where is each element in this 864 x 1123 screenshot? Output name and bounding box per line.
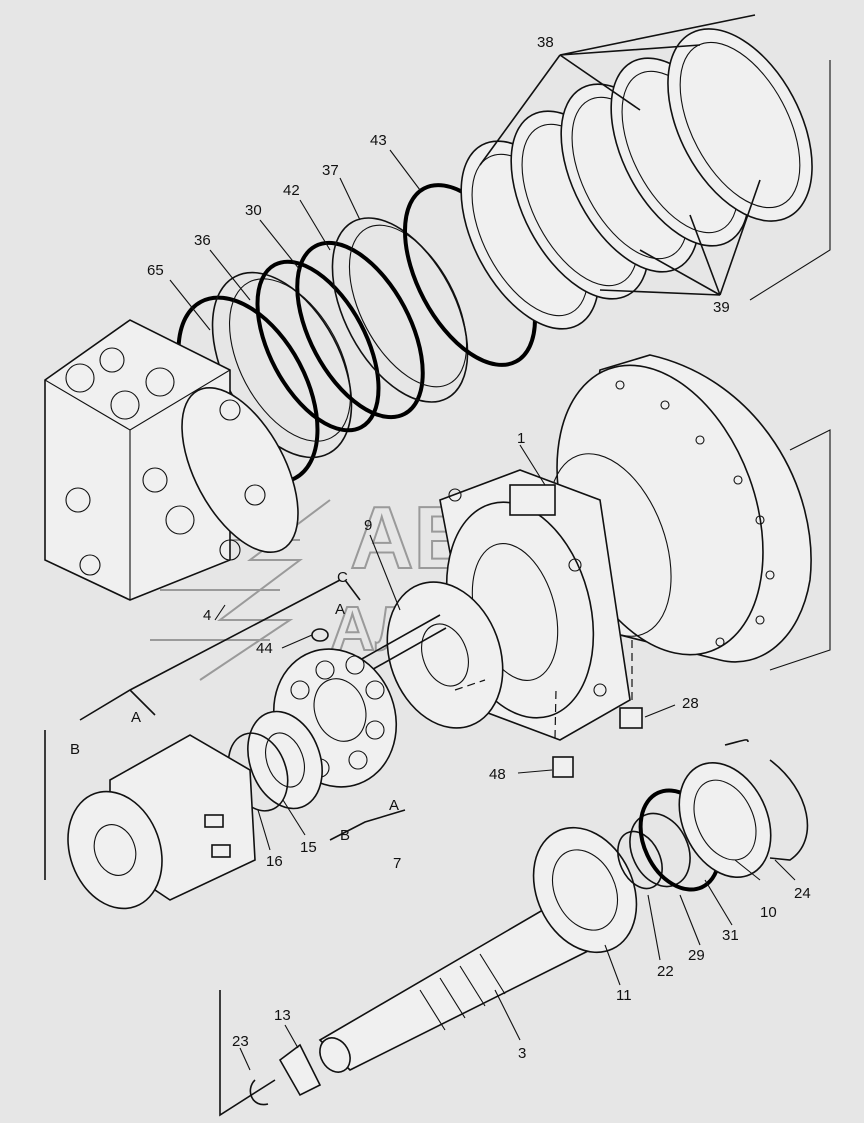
callout-16: 16 bbox=[266, 853, 283, 870]
callout-28: 28 bbox=[682, 695, 699, 712]
o-ring-30 bbox=[255, 259, 381, 433]
ref-letter-a-plate: A bbox=[389, 797, 399, 814]
callout-44: 44 bbox=[256, 640, 273, 657]
ref-letter-a-mid: A bbox=[335, 601, 345, 618]
callout-1: 1 bbox=[517, 430, 525, 447]
output-shaft bbox=[318, 898, 592, 1073]
ref-letter-c: C bbox=[337, 569, 348, 586]
callout-15: 15 bbox=[300, 839, 317, 856]
callout-65: 65 bbox=[147, 262, 164, 279]
bushing-13 bbox=[278, 1043, 322, 1097]
callout-37: 37 bbox=[322, 162, 339, 179]
callout-39: 39 bbox=[713, 299, 730, 316]
callout-11: 11 bbox=[616, 987, 632, 1004]
leader-lines bbox=[169, 149, 796, 1071]
plug-28 bbox=[619, 707, 643, 729]
callout-42: 42 bbox=[283, 182, 300, 199]
cylinder-block bbox=[67, 734, 256, 910]
bottom-right-rings bbox=[617, 739, 809, 892]
callout-3: 3 bbox=[518, 1045, 526, 1062]
callout-24: 24 bbox=[794, 885, 811, 902]
callout-36: 36 bbox=[194, 232, 211, 249]
o-ring-42 bbox=[295, 240, 425, 420]
callout-38: 38 bbox=[537, 34, 554, 51]
callout-43: 43 bbox=[370, 132, 387, 149]
callout-4: 4 bbox=[203, 607, 211, 624]
callout-31: 31 bbox=[722, 927, 739, 944]
ref-letter-b-plate: B bbox=[340, 827, 350, 844]
o-ring-44 bbox=[311, 628, 329, 642]
callout-48: 48 bbox=[489, 766, 506, 783]
snap-ring-23 bbox=[249, 1079, 269, 1106]
callout-30: 30 bbox=[245, 202, 262, 219]
callout-labels: 1 3 4 7 9 10 11 13 15 16 22 23 24 28 29 … bbox=[147, 34, 811, 1062]
callout-29: 29 bbox=[688, 947, 705, 964]
housing-bolt-holes bbox=[615, 380, 775, 647]
callout-9: 9 bbox=[364, 517, 372, 534]
ring-37 bbox=[331, 217, 469, 403]
callout-13: 13 bbox=[274, 1007, 291, 1024]
ref-letter-b-left: B bbox=[70, 741, 80, 758]
callout-7: 7 bbox=[393, 855, 401, 872]
bearing bbox=[532, 826, 638, 954]
ref-letter-a-top: A bbox=[131, 709, 141, 726]
friction-plates bbox=[460, 14, 831, 330]
reference-lines bbox=[44, 579, 406, 1117]
guide-lines bbox=[454, 640, 633, 739]
valve-block bbox=[44, 319, 299, 601]
callout-10: 10 bbox=[760, 904, 777, 921]
swash-plate bbox=[359, 581, 504, 729]
plug-48 bbox=[552, 756, 574, 778]
callout-23: 23 bbox=[232, 1033, 249, 1050]
reference-letters: A B C A A B bbox=[70, 569, 399, 844]
callout-22: 22 bbox=[657, 963, 674, 980]
